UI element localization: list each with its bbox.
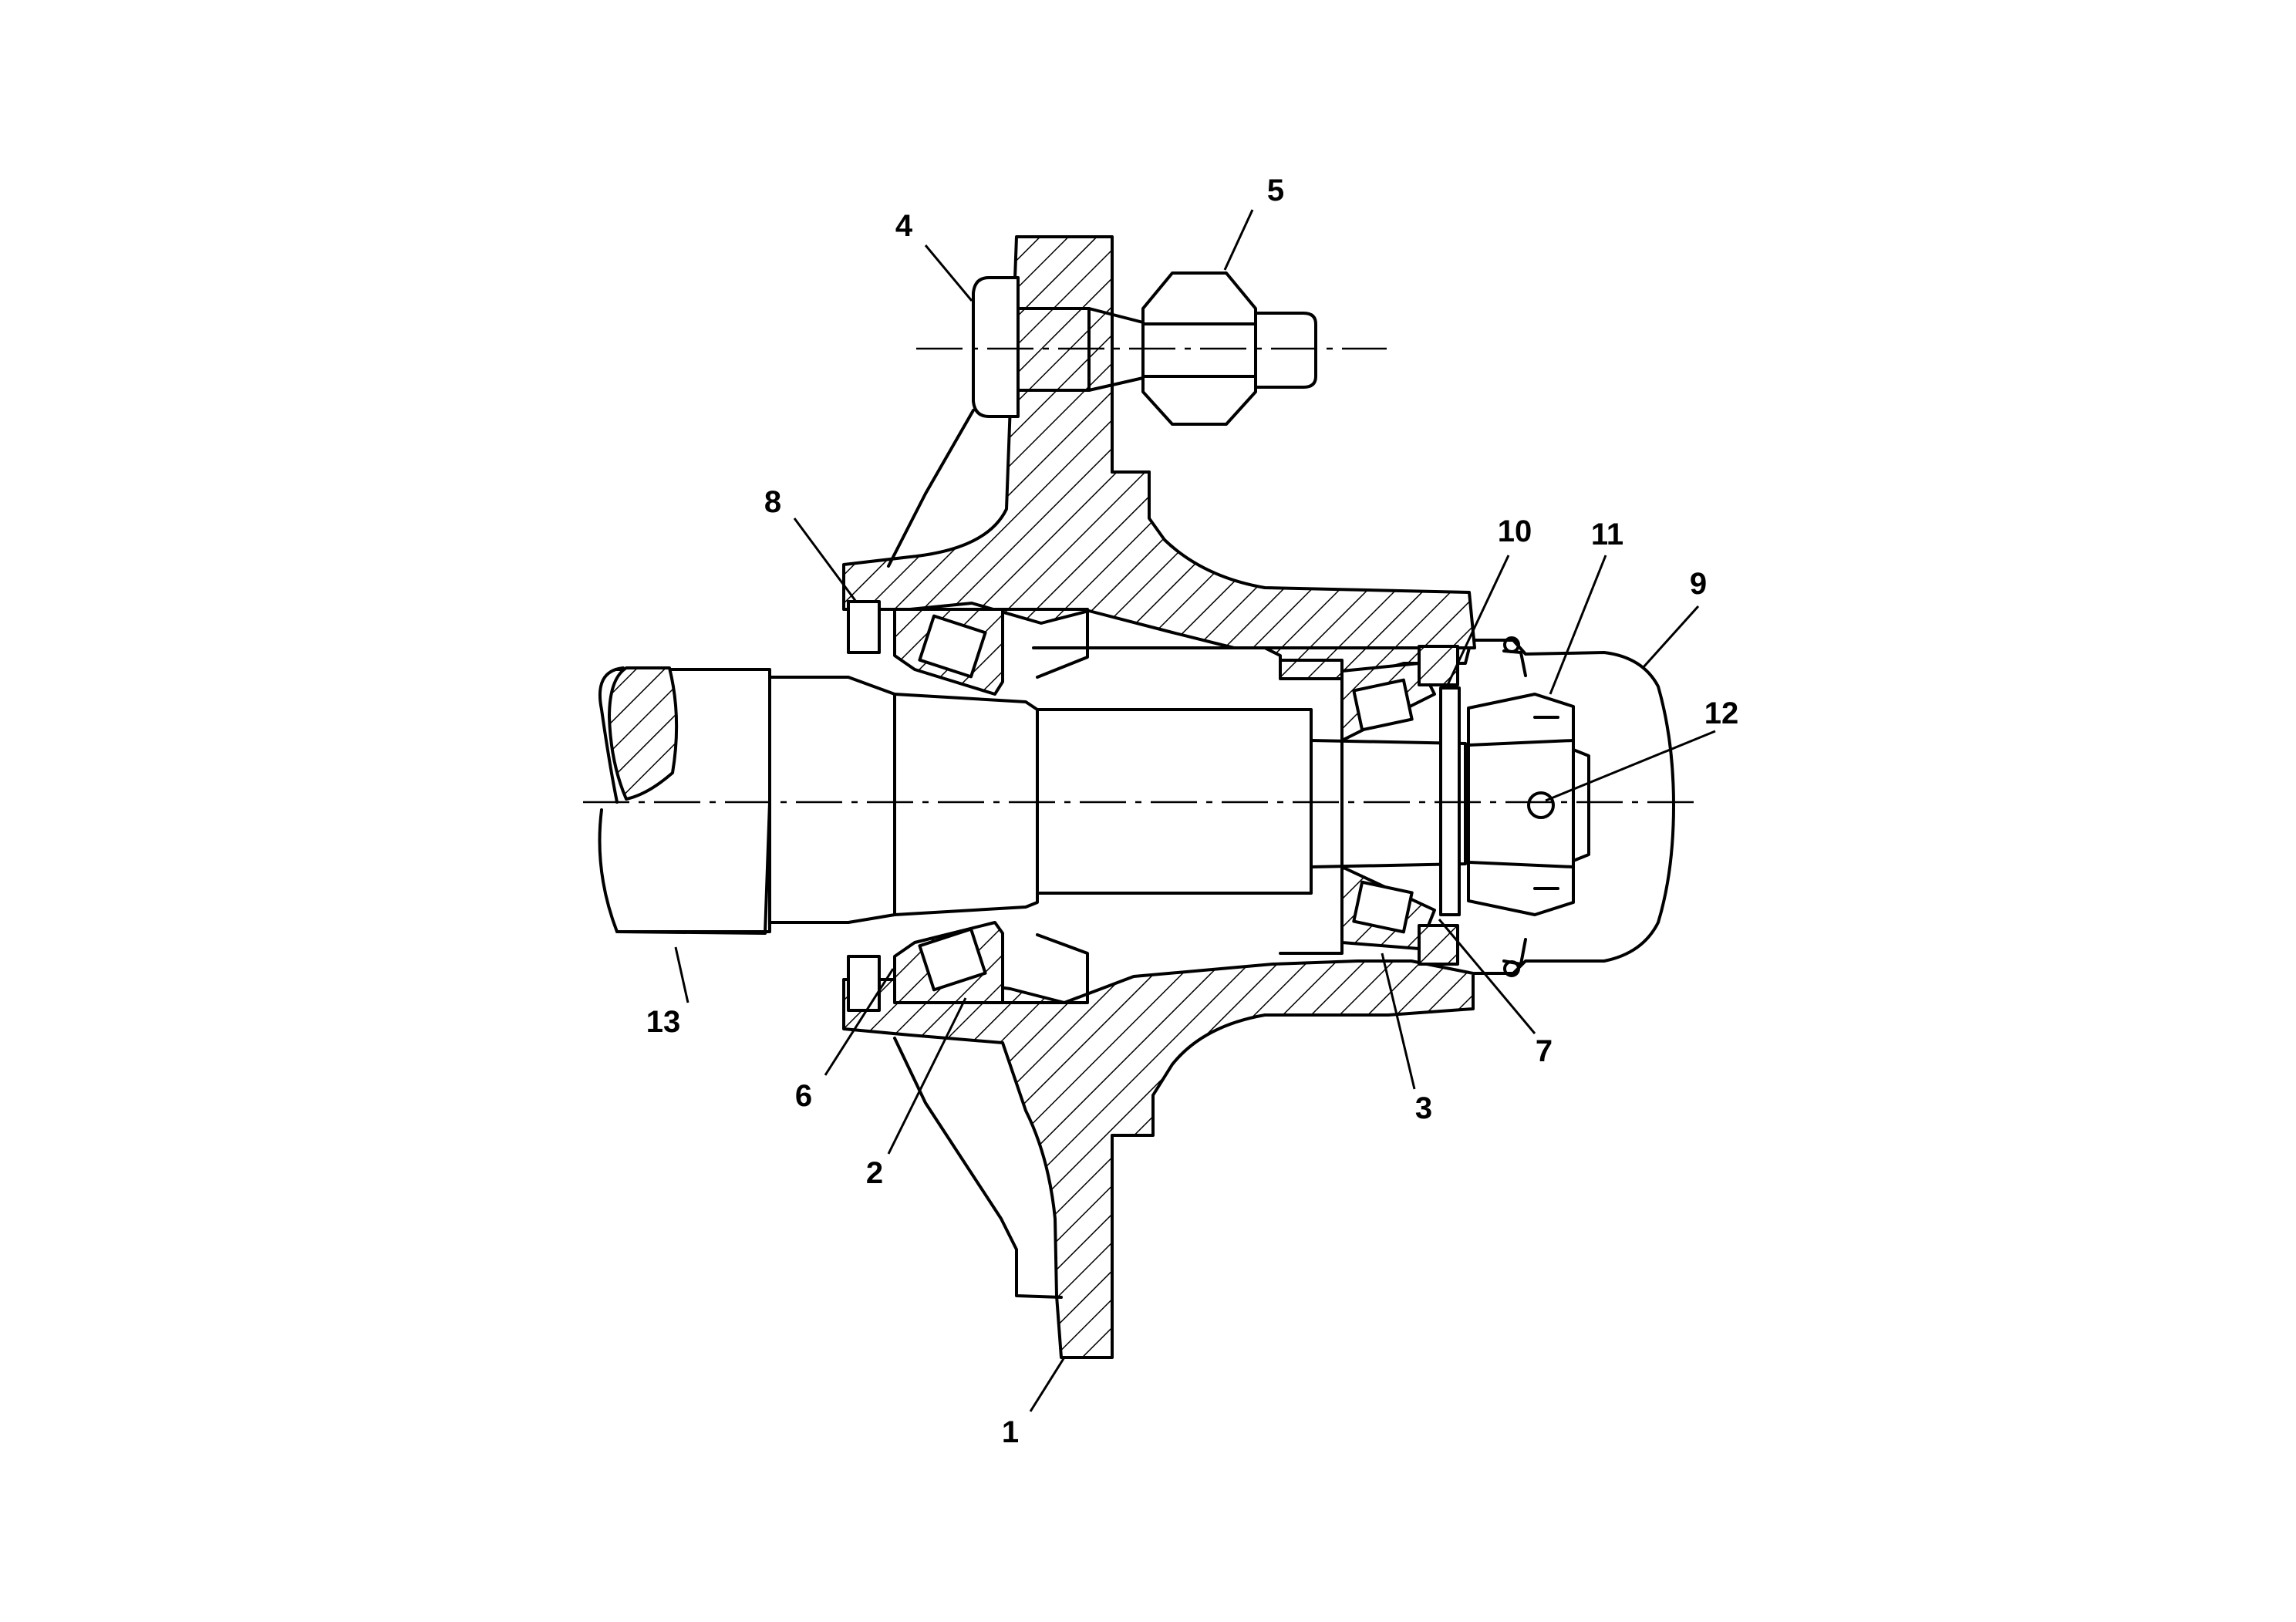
callout-4: 4	[895, 209, 913, 243]
callout-8: 8	[764, 485, 781, 519]
callout-1: 1	[1002, 1415, 1019, 1449]
callout-3: 3	[1415, 1091, 1432, 1125]
callout-7: 7	[1536, 1034, 1553, 1068]
castle-nut	[1418, 645, 1590, 966]
cotter-pin	[1527, 791, 1555, 819]
callout-5: 5	[1267, 174, 1284, 207]
inner-bearing	[847, 600, 1089, 1012]
axle-beam	[598, 666, 771, 935]
callout-10: 10	[1498, 514, 1532, 548]
spindle	[615, 668, 1467, 933]
outer-bearing	[1279, 659, 1436, 955]
callouts: 1 2 3 4 5 6 7 8 9 10 11 12 13	[646, 174, 1739, 1449]
callout-13: 13	[646, 1005, 681, 1039]
callout-12: 12	[1704, 696, 1739, 730]
callout-6: 6	[795, 1079, 812, 1113]
callout-9: 9	[1690, 567, 1707, 601]
callout-11: 11	[1591, 518, 1623, 551]
callout-2: 2	[866, 1156, 883, 1190]
leader-lines	[674, 209, 1716, 1412]
wheel-nut	[1141, 271, 1317, 426]
